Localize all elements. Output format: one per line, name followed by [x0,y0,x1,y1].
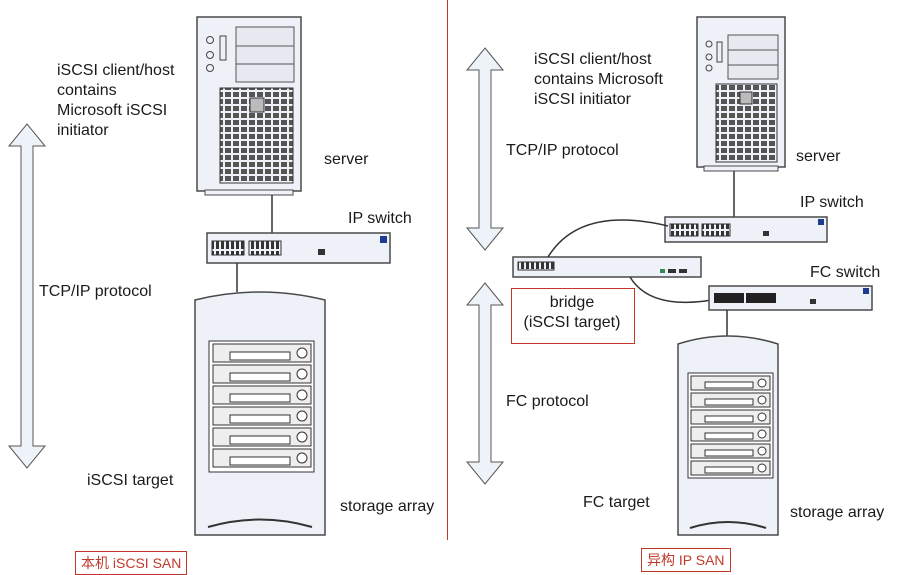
ip-switch-icon-right [664,216,828,243]
fc-double-arrow [465,282,505,485]
left-client-label: iSCSI client/host contains Microsoft iSC… [57,62,175,139]
left-switch-label: IP switch [348,210,412,227]
right-server-label: server [796,148,841,165]
right-tcp-label: TCP/IP protocol [506,142,619,159]
panel-divider [447,0,448,540]
right-fc-target-label: FC target [583,494,650,511]
left-target-label: iSCSI target [87,472,174,489]
left-storage-label: storage array [340,498,435,515]
tcp-ip-double-arrow [7,123,47,469]
left-protocol-label: TCP/IP protocol [39,283,152,300]
right-storage-label: storage array [790,504,885,521]
right-ip-switch-label: IP switch [800,194,864,211]
right-client-label: iSCSI client/host contains Microsoft iSC… [534,51,663,108]
storage-array-icon [194,291,326,536]
right-caption: 异构 IP SAN [641,548,731,572]
tcp-ip-double-arrow-right [465,47,505,251]
server-icon-right [696,16,786,172]
left-caption: 本机 iSCSI SAN [75,551,188,575]
bridge-icon [512,256,702,278]
right-fc-switch-label: FC switch [810,264,881,281]
server-icon [196,16,302,196]
left-server-label: server [324,151,369,168]
right-fc-protocol-label: FC protocol [506,393,589,410]
storage-array-icon-right [677,335,779,536]
bridge-label-box [511,288,635,344]
fc-switch-icon [708,285,873,311]
ip-switch-icon [206,232,391,264]
right-bridge-label: bridge (iSCSI target) [523,294,621,331]
